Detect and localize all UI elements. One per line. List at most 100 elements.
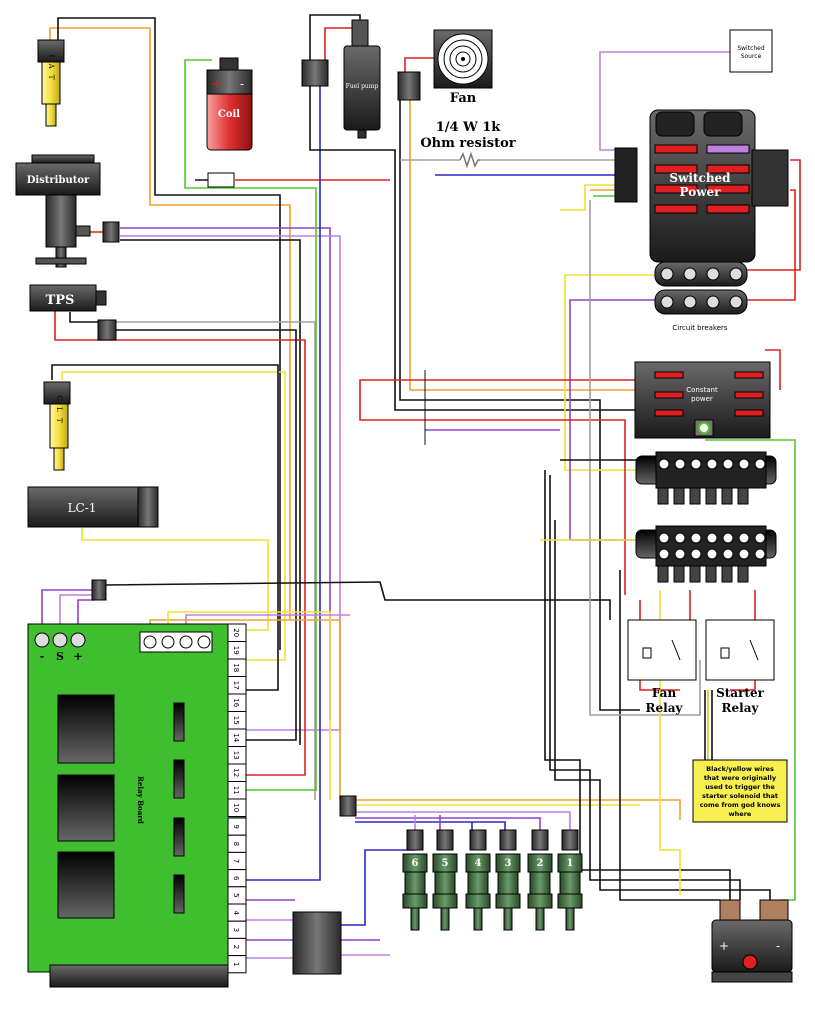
- pin-label: 11: [232, 786, 240, 795]
- terminal-strip-upper: [635, 451, 777, 505]
- injector: 4: [465, 829, 491, 931]
- tps-sensor: TPS: [29, 284, 117, 341]
- injector: 6: [402, 829, 428, 931]
- pin-label: 6: [232, 876, 240, 881]
- pin-label: 5: [232, 893, 240, 897]
- terminal-plus-icon: [70, 632, 86, 648]
- injectors: 6 5 4 3 2 1: [402, 829, 583, 931]
- pin-cell: [227, 955, 247, 974]
- clt-label: C L T: [55, 395, 63, 424]
- switched-power-label-1: Switched: [669, 171, 731, 185]
- note-line-3: used to trigger the: [705, 783, 775, 791]
- pin-label: 1: [232, 962, 240, 966]
- wires: [41, 14, 801, 959]
- circuit-breakers: Circuit breakers: [654, 261, 748, 332]
- resistor: 1/4 W 1k Ohm resistor: [420, 120, 516, 169]
- switched-power-block: Switched Power: [614, 109, 789, 263]
- injector-number: 2: [537, 858, 544, 869]
- pin-label: 14: [232, 733, 240, 742]
- constant-power-label-2: power: [691, 395, 713, 403]
- injector-number: 4: [475, 858, 482, 869]
- fan-relay-label-1: Fan: [652, 686, 677, 700]
- coil-plus: +: [212, 77, 222, 91]
- note-line-2: that were originally: [704, 774, 777, 782]
- ignition-coil: + - Coil: [206, 57, 253, 188]
- clt-sensor: C L T: [43, 381, 71, 471]
- pin-label: 2: [232, 945, 240, 949]
- pin-column-top: 20 19 18 17 16 15 14 13 12 11 10: [227, 623, 247, 817]
- terminal-minus-icon: [34, 632, 50, 648]
- injector: 3: [495, 829, 521, 931]
- pin-label: 7: [232, 859, 240, 863]
- pin-label: 12: [232, 768, 240, 777]
- constant-power-block: Constant power: [634, 361, 771, 439]
- pin-label: 8: [232, 842, 240, 846]
- coil-minus: -: [240, 77, 244, 91]
- pin-label: 18: [232, 663, 240, 672]
- distributor: Distributor: [15, 154, 120, 268]
- switched-source-label-2: Source: [741, 53, 762, 60]
- battery-plus: +: [719, 939, 729, 953]
- switched-source-label-1: Switched: [737, 45, 765, 52]
- fan-label: Fan: [450, 91, 477, 106]
- note-line-4: starter solenoid that: [702, 792, 778, 800]
- pin-label: 13: [232, 751, 240, 760]
- switched-power-label-2: Power: [680, 185, 722, 199]
- iat-sensor: I A T: [37, 39, 65, 127]
- injector: 2: [527, 829, 553, 931]
- fan-relay-label-2: Relay: [646, 701, 684, 715]
- lc1-label: LC-1: [68, 501, 97, 515]
- pin-label: 9: [232, 824, 240, 828]
- fan-relay: Fan Relay: [627, 619, 697, 715]
- injector-relay: [292, 911, 342, 975]
- terminal-s-icon: [52, 632, 68, 648]
- iat-label: I A T: [47, 55, 55, 82]
- lc1-connector: [91, 579, 107, 601]
- pin-label: 3: [232, 928, 240, 932]
- battery: + -: [711, 899, 793, 983]
- battery-minus: -: [776, 939, 780, 953]
- injector-number: 3: [505, 858, 512, 869]
- terminal-minus-label: -: [40, 650, 45, 663]
- note-line-6: where: [729, 810, 752, 818]
- injector-number: 6: [412, 858, 419, 869]
- pin-label: 4: [232, 910, 240, 915]
- injector-connector: [339, 795, 357, 817]
- pin-label: 16: [232, 698, 240, 707]
- distributor-label: Distributor: [27, 175, 90, 186]
- fan: Fan: [397, 29, 493, 106]
- terminal-strip-lower: [635, 525, 777, 583]
- pin-label: 17: [232, 681, 240, 690]
- pin-label: 10: [232, 803, 240, 812]
- resistor-label-1: 1/4 W 1k: [436, 120, 502, 135]
- note-box: Black/yellow wires that were originally …: [692, 759, 788, 823]
- pin-label: 20: [232, 628, 240, 637]
- fuel-pump: Fuel pump: [301, 19, 381, 139]
- lc1-controller: LC-1: [27, 486, 159, 528]
- pin-cell: [227, 798, 247, 817]
- starter-relay-label-1: Starter: [716, 686, 764, 700]
- constant-power-label-1: Constant: [686, 386, 718, 394]
- injector: 1: [557, 829, 583, 931]
- tps-label: TPS: [46, 293, 75, 308]
- circuit-breakers-label: Circuit breakers: [672, 324, 728, 332]
- fuel-pump-label: Fuel pump: [346, 83, 379, 90]
- terminal-s-label: S: [56, 650, 64, 663]
- note-line-1: Black/yellow wires: [706, 765, 774, 773]
- terminal-plus-label: +: [73, 650, 82, 663]
- relay-board: - S + Relay Board 2019181716151413121110…: [27, 623, 247, 988]
- relay-board-label: Relay Board: [136, 776, 145, 824]
- resistor-label-2: Ohm resistor: [420, 136, 515, 151]
- note-line-5: come from god knows: [700, 801, 781, 809]
- coil-label: Coil: [218, 109, 240, 120]
- starter-relay-label-2: Relay: [722, 701, 760, 715]
- injector-number: 5: [442, 858, 449, 869]
- injector: 5: [432, 829, 458, 931]
- switched-source: Switched Source: [729, 29, 773, 73]
- pin-label: 15: [232, 716, 240, 725]
- injector-number: 1: [567, 858, 574, 869]
- pin-column-bottom: 9 8 7 6 5 4 3 2 1: [227, 817, 247, 974]
- starter-relay: Starter Relay: [705, 619, 775, 715]
- pin-label: 19: [232, 646, 240, 655]
